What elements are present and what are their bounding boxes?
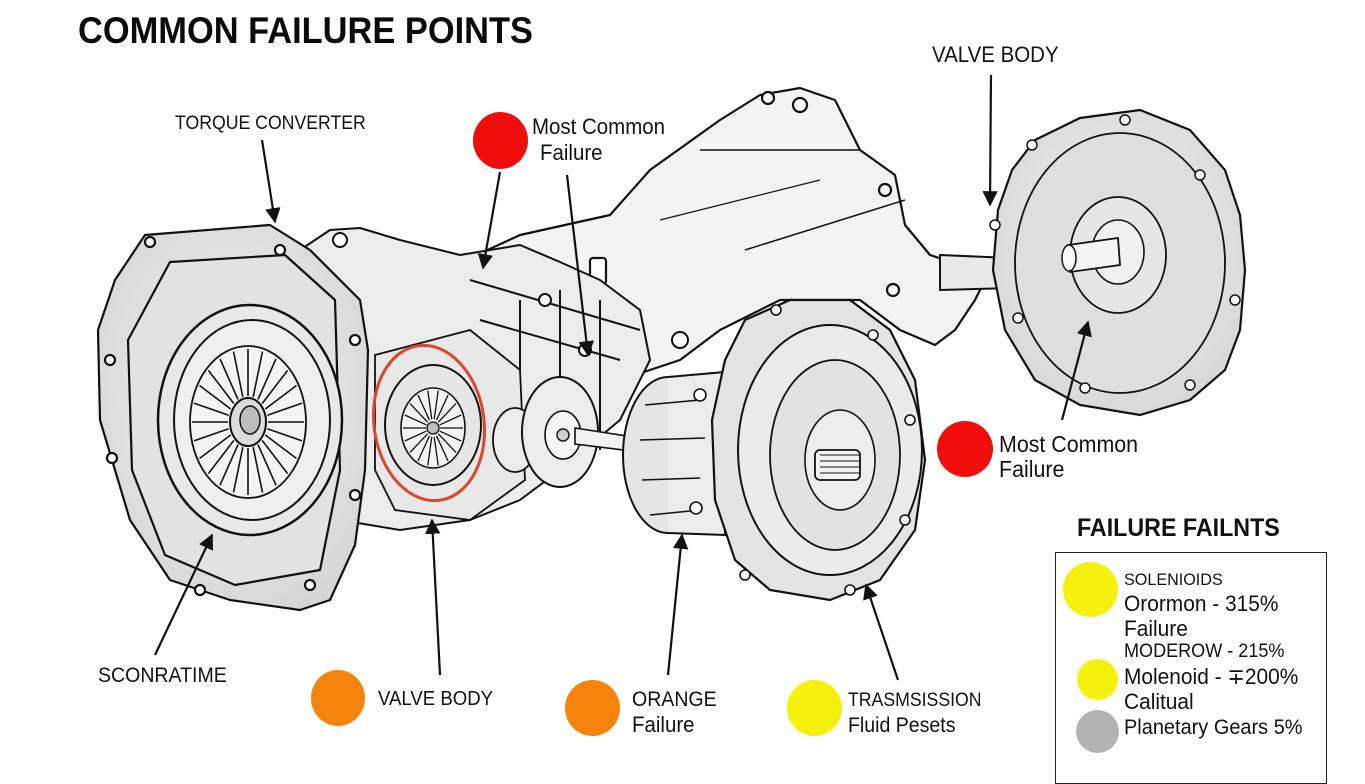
spoke bbox=[409, 403, 429, 423]
label-top-failure-line1: Most Common bbox=[532, 114, 666, 139]
legend-title: FAILURE FAILNTS bbox=[1077, 514, 1280, 542]
legend-item-1-line2: Orormon - 315% bbox=[1124, 591, 1279, 616]
label-sconratime: SCONRATIME bbox=[98, 664, 227, 687]
arrow-right-failure bbox=[1060, 320, 1092, 421]
spoke bbox=[267, 402, 303, 417]
label-right-failure-line2: Failure bbox=[999, 456, 1065, 482]
arrow-valve-body-bottom bbox=[425, 518, 442, 676]
label-orange-line1: ORANGE bbox=[632, 688, 717, 711]
label-valve-body-bottom: VALVE BODY bbox=[378, 688, 494, 710]
spoke bbox=[427, 436, 433, 466]
page-title: COMMON FAILURE POINTS bbox=[78, 10, 533, 51]
legend-swatch-moderate bbox=[1077, 659, 1118, 700]
spoke bbox=[435, 435, 449, 462]
spoke bbox=[199, 384, 232, 410]
spoke bbox=[252, 446, 264, 493]
spoke bbox=[437, 433, 457, 453]
spoke bbox=[435, 394, 449, 421]
spoke bbox=[417, 394, 431, 421]
label-orange-line2: Failure bbox=[632, 712, 695, 737]
legend-item-3-line1: Planetary Gears 5% bbox=[1124, 716, 1303, 739]
label-transmission-line1: TRASMSISSION bbox=[848, 690, 982, 711]
spoke bbox=[257, 358, 277, 400]
arrow-top-failure-a bbox=[477, 171, 502, 270]
legend-item-1-line1: SOLENIOIDS bbox=[1124, 570, 1223, 589]
label-top-failure-line2: Failure bbox=[540, 140, 603, 165]
spoke bbox=[232, 351, 244, 398]
spoke bbox=[232, 446, 244, 493]
spoke bbox=[193, 427, 229, 442]
spoke bbox=[404, 430, 427, 442]
spoke bbox=[219, 358, 239, 400]
spoke bbox=[404, 414, 427, 426]
spoke bbox=[267, 427, 303, 442]
pointer-arrows bbox=[154, 74, 1092, 681]
spoke bbox=[264, 434, 297, 460]
label-valve-body-top: VALVE BODY bbox=[932, 42, 1059, 67]
orange-severity-marker-1 bbox=[311, 670, 365, 726]
label-torque-converter: TORQUE CONVERTER bbox=[175, 113, 366, 134]
legend-box: SOLENIOIDS Orormon - 315% Failure MODERO… bbox=[1055, 552, 1327, 784]
red-severity-marker-right bbox=[937, 421, 993, 477]
spoke bbox=[433, 436, 439, 466]
spoke bbox=[433, 390, 439, 420]
orange-severity-marker-2 bbox=[565, 680, 620, 736]
legend-item-1-line3: Failure bbox=[1124, 616, 1188, 641]
spoke bbox=[409, 433, 429, 453]
pump-bearing bbox=[492, 376, 641, 488]
arrow-top-failure-b bbox=[565, 174, 595, 357]
spoke bbox=[199, 434, 232, 460]
legend-item-2-line2: Molenoid - ∓200% bbox=[1124, 664, 1299, 689]
valve-body-plate bbox=[989, 108, 1247, 417]
arrow-orange bbox=[666, 533, 689, 676]
clutch-pack bbox=[374, 329, 526, 521]
red-severity-marker-top bbox=[473, 112, 528, 169]
arrow-sconratime bbox=[154, 533, 214, 656]
legend-item-2-line3: Calitual bbox=[1124, 689, 1194, 714]
arrow-torque-converter bbox=[260, 139, 281, 224]
spoke bbox=[417, 435, 431, 462]
spoke bbox=[193, 402, 229, 417]
label-transmission-line2: Fluid Pesets bbox=[848, 714, 956, 737]
spoke bbox=[252, 351, 264, 398]
spoke bbox=[437, 403, 457, 423]
arrow-transmission-fluid bbox=[863, 583, 900, 681]
spoke bbox=[207, 369, 235, 405]
spoke bbox=[207, 439, 235, 475]
spoke bbox=[257, 444, 277, 486]
rear-cover bbox=[689, 298, 927, 602]
spoke bbox=[439, 430, 462, 442]
arrow-valve-body-top bbox=[982, 74, 998, 207]
spoke bbox=[261, 439, 289, 475]
spoke bbox=[427, 390, 433, 420]
transmission-illustration bbox=[96, 74, 1247, 681]
label-right-failure-line1: Most Common bbox=[999, 431, 1139, 457]
legend-item-2-line1: MODEROW - 215% bbox=[1124, 641, 1285, 662]
legend-swatch-solenoids bbox=[1063, 562, 1118, 617]
planetary-drum bbox=[622, 370, 726, 537]
legend-swatch-planetary-gears bbox=[1076, 710, 1119, 753]
yellow-severity-marker bbox=[787, 680, 842, 736]
spoke bbox=[439, 414, 462, 426]
highlight-ring bbox=[371, 343, 487, 503]
spoke bbox=[219, 444, 239, 486]
spoke bbox=[261, 369, 289, 405]
spoke bbox=[264, 384, 297, 410]
torque-converter-disc bbox=[156, 303, 344, 537]
